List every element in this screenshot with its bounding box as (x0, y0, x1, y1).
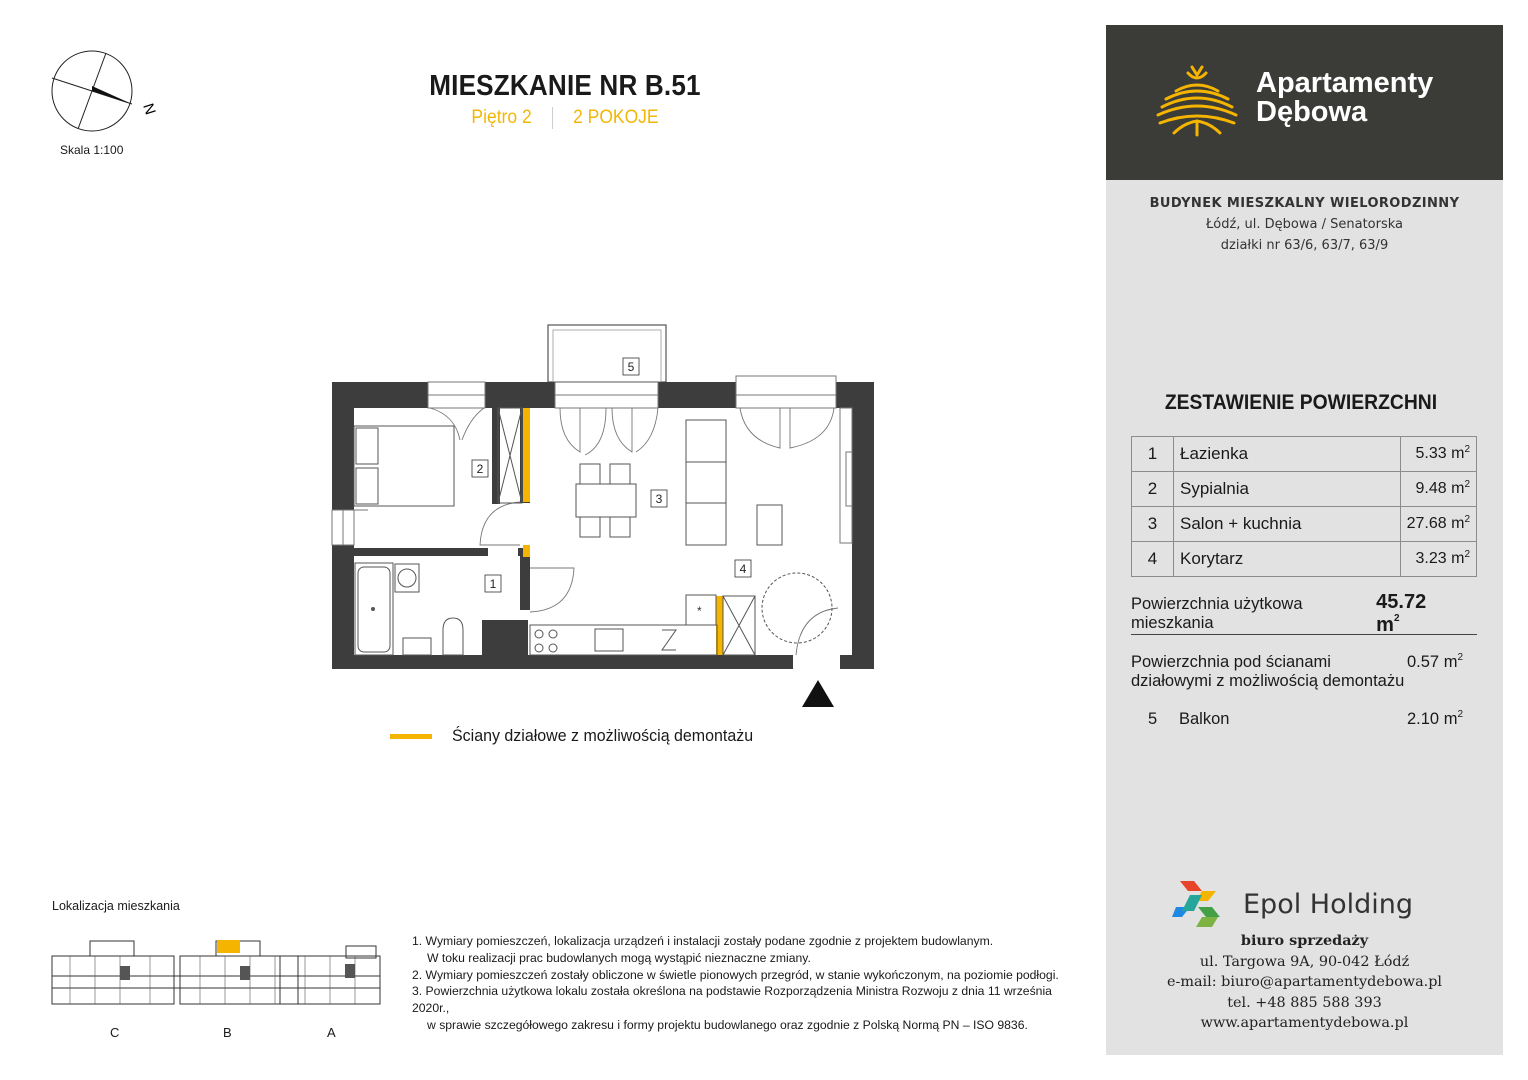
room-label: 2 (477, 462, 484, 476)
table-row: 1 Łazienka 5.33 m2 (1131, 436, 1478, 472)
room-name: Łazienka (1173, 436, 1401, 472)
demountable-walls (523, 408, 723, 655)
balcony-outline (547, 324, 667, 383)
entrance-arrow-icon (802, 680, 834, 707)
location-label: Lokalizacja mieszkania (52, 899, 180, 913)
note: 3. Powierzchnia użytkowa lokalu została … (412, 984, 1052, 1016)
wing-label-c: C (110, 1025, 120, 1040)
legend: Ściany działowe z możliwością demontażu (390, 726, 772, 746)
sales-office-info: biuro sprzedaży ul. Targowa 9A, 90-042 Ł… (1106, 931, 1503, 1034)
sales-address: ul. Targowa 9A, 90-042 Łódź (1199, 953, 1410, 970)
room-area: 9.48 m2 (1399, 471, 1478, 507)
balcony-number: 5 (1148, 710, 1158, 728)
sales-phone[interactable]: tel. +48 885 588 393 (1227, 994, 1382, 1011)
svg-text:*: * (697, 604, 702, 618)
brand-name-line1: Apartamenty (1256, 67, 1434, 99)
room-number: 1 (1131, 436, 1174, 472)
apartment-subtitle: Piętro 2 2 POKOJE (413, 107, 717, 129)
usable-area-row: Powierzchnia użytkowa mieszkania 45.72 m… (1131, 590, 1477, 636)
apartment-title: MIESZKANIE NR B.51 (429, 70, 701, 102)
usable-area-label: Powierzchnia użytkowa mieszkania (1131, 594, 1303, 632)
room-number: 2 (1131, 471, 1174, 507)
building-plots: działki nr 63/6, 63/7, 63/9 (1220, 238, 1389, 253)
note: 1. Wymiary pomieszczeń, lokalizacja urzą… (412, 934, 994, 948)
walls-area-value: 0.57 m2 (1407, 652, 1464, 672)
apartamenty-debowa-logo-icon (1156, 65, 1238, 137)
floor-plan: * 1 2 3 4 5 (331, 324, 874, 707)
building-info: BUDYNEK MIESZKALNY WIELORODZINNY Łódź, u… (1106, 193, 1503, 256)
compass-rose-icon: N (51, 50, 159, 132)
rooms-count-label: 2 POKOJE (573, 107, 659, 128)
building-address: Łódź, ul. Dębowa / Senatorska (1205, 217, 1404, 232)
info-panel: Apartamenty Dębowa BUDYNEK MIESZKALNY WI… (1106, 25, 1503, 1055)
usable-area-value: 45.72 m2 (1376, 590, 1427, 636)
developer-name: Epol Holding (1243, 889, 1414, 920)
exterior-walls (332, 382, 874, 669)
sales-office-heading: biuro sprzedaży (1240, 932, 1369, 949)
room-label: 5 (628, 360, 635, 374)
room-label: 1 (490, 577, 497, 591)
room-name: Sypialnia (1173, 471, 1401, 507)
floor-label: Piętro 2 (471, 107, 532, 128)
separator (551, 107, 553, 129)
brand-header: Apartamenty Dębowa (1106, 25, 1503, 180)
table-row: 4 Korytarz 3.23 m2 (1131, 541, 1478, 577)
note: 2. Wymiary pomieszczeń zostały obliczone… (412, 967, 1059, 982)
note: W toku realizacji prac budowlanych mogą … (427, 950, 811, 965)
walls-area-label: Powierzchnia pod ścianami (1131, 653, 1331, 671)
scale-label: Skala 1:100 (60, 143, 124, 157)
brand-name-line2: Dębowa (1256, 96, 1368, 128)
footnotes: 1. Wymiary pomieszczeń, lokalizacja urzą… (412, 933, 1092, 1034)
walls-area-label-cont: działowymi z możliwością demontażu (1131, 672, 1405, 690)
brand-name: Apartamenty Dębowa (1256, 69, 1433, 127)
table-row: 3 Salon + kuchnia 27.68 m2 (1131, 506, 1478, 542)
demountable-walls-area: Powierzchnia pod ścianami 0.57 m2 działo… (1131, 653, 1477, 691)
room-area: 27.68 m2 (1399, 506, 1478, 542)
balcony-row: 5 Balkon 2.10 m2 (1131, 710, 1477, 729)
building-type: BUDYNEK MIESZKALNY WIELORODZINNY (1149, 196, 1460, 211)
north-label: N (139, 101, 159, 117)
note: w sprawie szczegółowego zakresu i formy … (427, 1017, 1028, 1032)
balcony-label: Balkon (1179, 710, 1230, 728)
legend-swatch (390, 733, 432, 739)
wing-label-b: B (223, 1025, 232, 1040)
room-number: 4 (1131, 541, 1174, 577)
room-area: 3.23 m2 (1399, 541, 1478, 577)
wing-label-a: A (327, 1025, 336, 1040)
room-number: 3 (1131, 506, 1174, 542)
table-row: 2 Sypialnia 9.48 m2 (1131, 471, 1478, 507)
room-area: 5.33 m2 (1399, 436, 1478, 472)
sales-email[interactable]: e-mail: biuro@apartamentydebowa.pl (1166, 974, 1443, 990)
epol-holding-logo-icon (1172, 881, 1220, 927)
apartment-location-highlight (217, 940, 240, 953)
room-name: Korytarz (1173, 541, 1401, 577)
room-label: 3 (656, 492, 663, 506)
location-minimap (51, 940, 381, 1005)
balcony-area: 2.10 m2 (1407, 709, 1464, 729)
room-areas-table: 1 Łazienka 5.33 m2 2 Sypialnia 9.48 m2 3… (1131, 436, 1478, 577)
title-block: MIESZKANIE NR B.51 Piętro 2 2 POKOJE (400, 70, 730, 129)
room-name: Salon + kuchnia (1173, 506, 1401, 542)
room-label: 4 (740, 562, 747, 576)
website-link[interactable]: www.apartamentydebowa.pl (1200, 1015, 1409, 1031)
legend-text: Ściany działowe z możliwością demontażu (452, 726, 754, 745)
summary-title: ZESTAWIENIE POWIERZCHNI (1164, 391, 1438, 414)
